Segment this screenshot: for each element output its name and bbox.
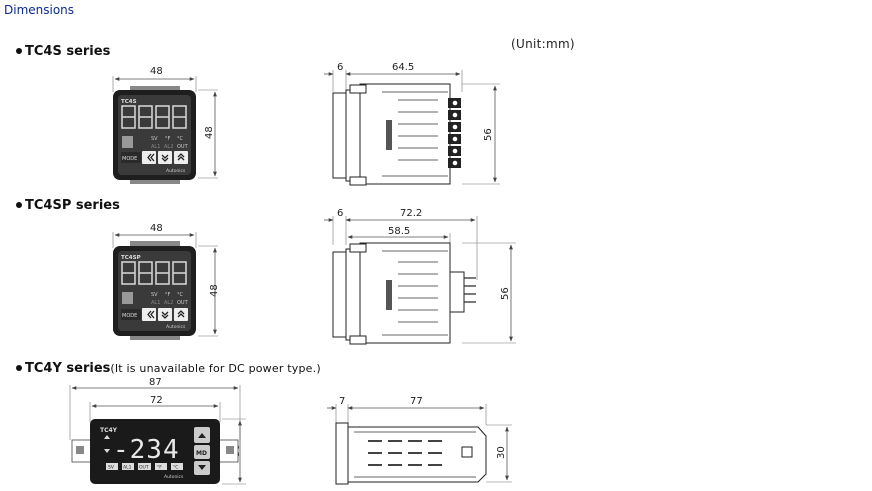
tc4y-brand: Autonics [164, 474, 184, 480]
tc4sp-sv: SV [151, 292, 158, 298]
tc4y-side-view: 7 77 30 [327, 396, 512, 485]
tc4sp-front-width: 48 [150, 223, 163, 234]
tc4sp-al1: AL1 [151, 300, 160, 306]
tc4s-al1: AL1 [151, 144, 160, 150]
tc4sp-heading: TC4SP series [16, 198, 120, 213]
tc4y-display: -234 [113, 435, 180, 465]
tc4y-front-width: 72 [150, 395, 163, 406]
tc4y-f: °F [157, 465, 162, 471]
tc4sp-out: OUT [177, 300, 189, 306]
tc4y-side-depth: 77 [410, 396, 423, 407]
tc4s-model: TC4S [121, 99, 137, 105]
tc4s-f: °F [165, 136, 171, 142]
tc4y-heading: TC4Y series(It is unavailable for DC pow… [16, 361, 321, 376]
tc4y-front-overall: 87 [149, 377, 162, 388]
page-title: Dimensions [4, 3, 75, 17]
tc4s-c: °C [177, 136, 184, 142]
tc4y-md: MD [196, 450, 207, 457]
tc4s-side-height: 56 [483, 128, 494, 141]
tc4sp-side-view: 6 72.2 58.5 56 [324, 208, 516, 345]
tc4y-out: OUT [139, 465, 149, 471]
tc4s-sv: SV [151, 136, 158, 142]
tc4sp-c: °C [177, 292, 184, 298]
tc4s-side-panel: 6 [337, 62, 343, 73]
tc4sp-side-depth: 72.2 [400, 208, 422, 219]
tc4sp-front-view: 48 48 TC4SP SV °F °C AL1 AL2 OUT MODE Au… [112, 223, 220, 340]
tc4y-model: TC4Y [100, 427, 118, 434]
tc4sp-heading-label: TC4SP series [25, 198, 120, 213]
tc4y-front-view: 87 72 36 TC4Y -234 MD SV AL1 OUT °F °C A… [69, 377, 246, 485]
tc4sp-f: °F [165, 292, 171, 298]
tc4y-side-height: 30 [496, 446, 507, 459]
tc4s-front-height: 48 [204, 126, 215, 139]
bullet-icon [16, 48, 22, 54]
tc4s-brand: Autonics [166, 168, 186, 174]
tc4s-heading: TC4S series [16, 44, 110, 59]
tc4s-al2: AL2 [164, 144, 173, 150]
tc4sp-side-panel: 6 [337, 208, 343, 219]
tc4sp-brand: Autonics [166, 324, 186, 330]
tc4s-side-depth: 64.5 [392, 62, 414, 73]
tc4sp-model: TC4SP [121, 255, 141, 261]
tc4y-note: (It is unavailable for DC power type.) [110, 362, 321, 375]
bullet-icon [16, 365, 22, 371]
unit-label: (Unit:mm) [511, 37, 575, 51]
tc4s-front-view: 48 48 TC4S SV °F °C AL1 AL2 OUT MODE Aut… [112, 66, 218, 184]
tc4y-sv: SV [108, 465, 115, 471]
bullet-icon [16, 202, 22, 208]
tc4y-al1: AL1 [123, 465, 132, 471]
tc4s-heading-label: TC4S series [25, 44, 111, 59]
tc4sp-mode: MODE [122, 313, 137, 319]
tc4s-front-width: 48 [150, 66, 163, 77]
tc4s-mode: MODE [122, 156, 137, 162]
tc4sp-side-height: 56 [500, 287, 511, 300]
tc4s-side-view: 6 64.5 56 [324, 62, 500, 186]
tc4sp-side-body: 58.5 [388, 226, 410, 237]
tc4sp-al2: AL2 [164, 300, 173, 306]
tc4s-out: OUT [177, 144, 189, 150]
tc4y-heading-label: TC4Y series [25, 361, 111, 376]
tc4y-side-panel: 7 [339, 396, 345, 407]
tc4sp-front-height: 48 [209, 284, 220, 297]
tc4y-c: °C [173, 465, 178, 471]
